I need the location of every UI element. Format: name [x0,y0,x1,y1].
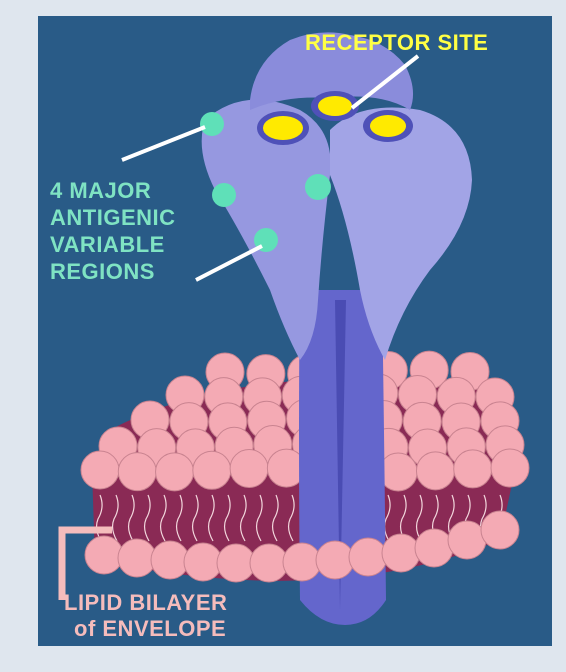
lipid-head [193,451,231,489]
lipid-head [217,544,255,582]
receptor-pocket-center [318,96,352,116]
lipid-head [491,449,529,487]
lipid-head [85,536,123,574]
lipid-head [151,541,189,579]
lipid-head [416,452,454,490]
antigenic-label-line-2: ANTIGENIC [50,204,176,231]
antigenic-spot-3 [305,174,331,200]
lipid-head [454,450,492,488]
lipid-head [118,539,156,577]
antigenic-label-line-1: 4 MAJOR [50,177,176,204]
antigenic-spot-2 [212,183,236,207]
antigenic-label-line-3: VARIABLE [50,231,176,258]
lipid-head [415,529,453,567]
lipid-head [448,521,486,559]
antigenic-pointer-line-top [122,127,205,160]
lipid-head [81,451,119,489]
lipid-head [481,511,519,549]
lipid-label-line-2: of ENVELOPE [74,616,237,642]
lipid-head [379,453,417,491]
lipid-head [382,534,420,572]
lipid-head [250,544,288,582]
lipid-label-line-1: LIPID BILAYER [64,590,227,616]
lipid-head [283,543,321,581]
receptor-pocket-right [370,115,406,137]
lipid-head [349,538,387,576]
lipid-head [118,453,156,491]
lipid-head [184,543,222,581]
lipid-head [230,449,268,487]
lipid-head [156,453,194,491]
antigenic-label-line-4: REGIONS [50,258,176,285]
antigenic-pointer-line-bottom [196,246,262,280]
receptor-pocket-left [263,116,303,140]
lipid-head [316,541,354,579]
receptor-site-label: RECEPTOR SITE [305,30,488,56]
lipid-bilayer-label: LIPID BILAYER of ENVELOPE [64,590,227,642]
antigenic-spot-1 [200,112,224,136]
antigenic-regions-label: 4 MAJOR ANTIGENIC VARIABLE REGIONS [50,177,176,285]
